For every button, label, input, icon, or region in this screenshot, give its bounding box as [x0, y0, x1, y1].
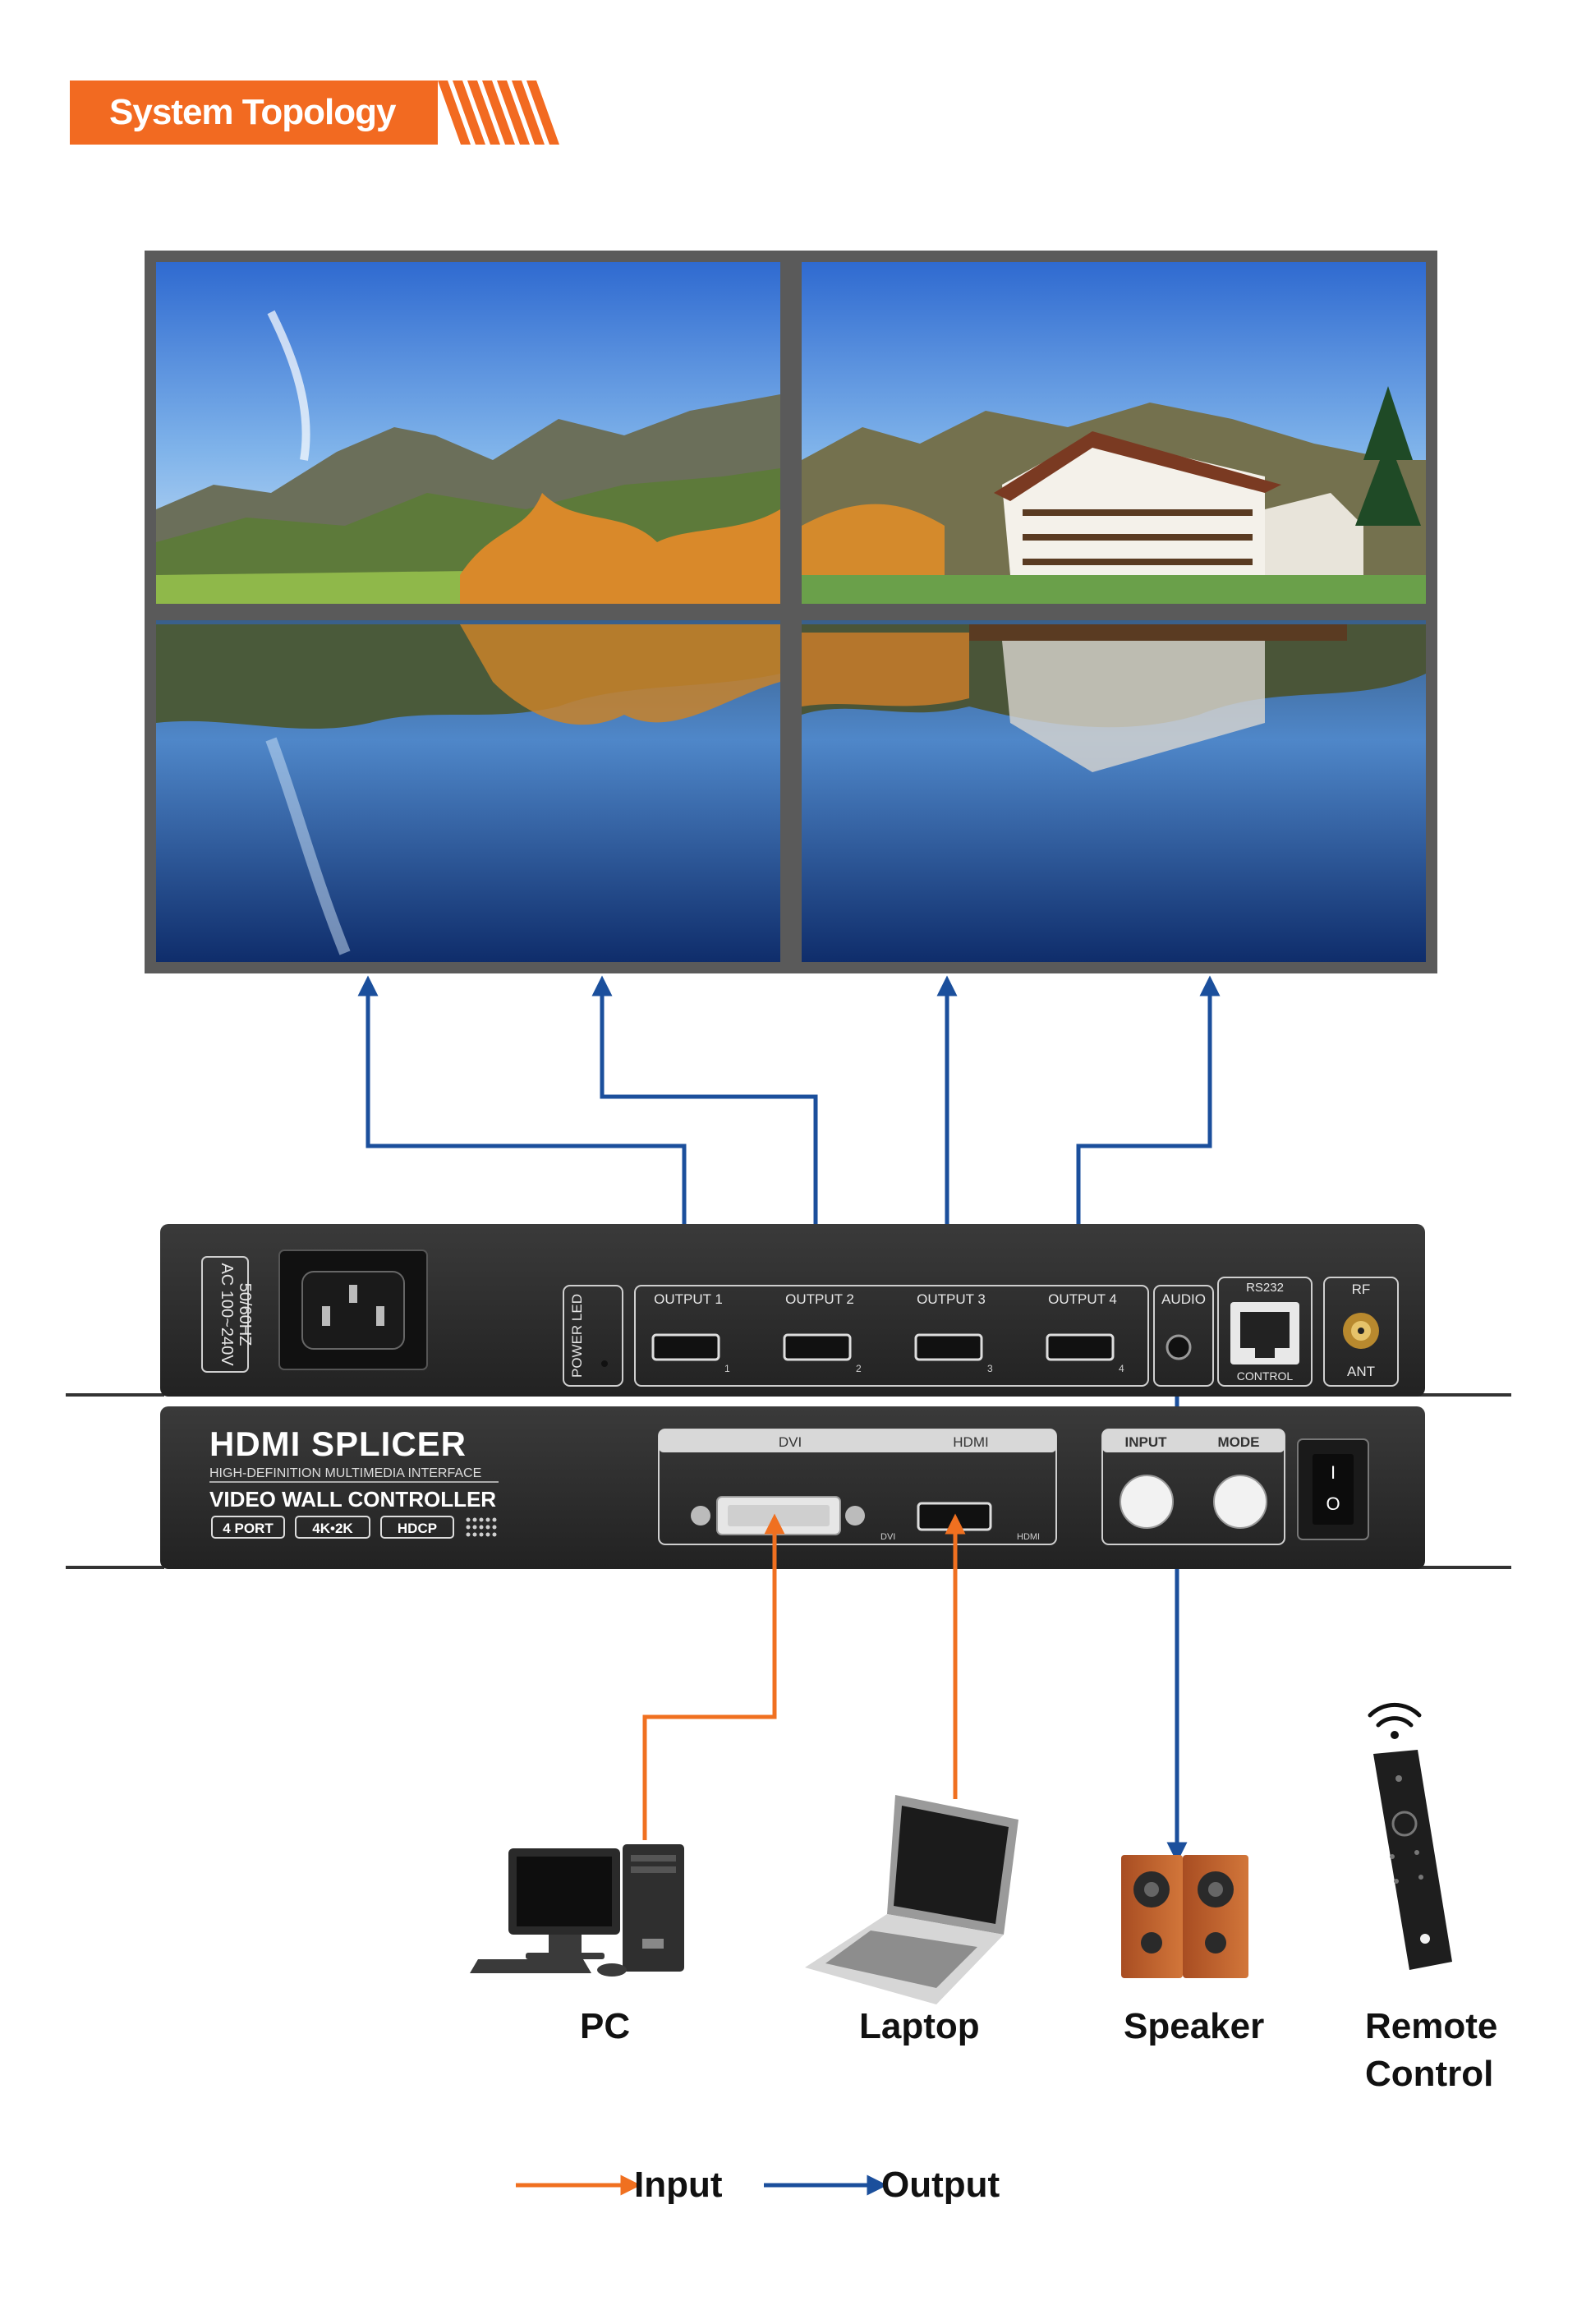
screen-top-left — [156, 262, 780, 604]
device-front-panel: HDMI SPLICER HIGH-DEFINITION MULTIMEDIA … — [66, 1406, 1511, 1569]
badge-4port: 4 PORT — [223, 1521, 274, 1536]
output-4-label: OUTPUT 4 — [1048, 1291, 1117, 1307]
legend-output-label: Output — [881, 2165, 1000, 2205]
output-port-group — [634, 1285, 1149, 1387]
switch-off-label: O — [1326, 1493, 1340, 1514]
output-port-3[interactable]: OUTPUT 3 3 — [914, 1291, 993, 1374]
output-port-4[interactable]: OUTPUT 4 4 — [1046, 1291, 1124, 1374]
input-connections — [642, 1513, 966, 1840]
mode-button-label: MODE — [1218, 1434, 1260, 1450]
output-3-label: OUTPUT 3 — [917, 1291, 986, 1307]
speaker-icon — [1121, 1855, 1248, 1978]
header-stripes — [438, 81, 564, 145]
rs232-port[interactable]: RS232 CONTROL — [1217, 1277, 1313, 1387]
speaker-label: Speaker — [1124, 2006, 1265, 2046]
remote-control-icon — [1368, 1702, 1452, 1970]
audio-label: AUDIO — [1161, 1291, 1206, 1307]
output-2-number: 2 — [856, 1363, 862, 1374]
control-label: CONTROL — [1237, 1369, 1294, 1383]
audio-port[interactable]: AUDIO — [1153, 1285, 1214, 1387]
badge-4k2k: 4K•2K — [312, 1521, 353, 1536]
output-line-2 — [591, 975, 818, 1339]
model-label: VIDEO WALL CONTROLLER — [209, 1487, 496, 1512]
mode-button[interactable] — [1213, 1475, 1267, 1529]
screen-bottom-left — [156, 620, 780, 962]
dvi-small-label: DVI — [880, 1532, 895, 1542]
input-button-label: INPUT — [1125, 1434, 1168, 1450]
pc-input-line — [642, 1513, 785, 1840]
feature-badges: 4 PORT 4K•2K HDCP — [211, 1516, 497, 1539]
legend-input-label: Input — [634, 2165, 723, 2205]
rf-label: RF — [1352, 1282, 1371, 1297]
output-2-label: OUTPUT 2 — [785, 1291, 854, 1307]
ac-rating-label: AC 100~240V — [218, 1263, 236, 1366]
output-3-number: 3 — [987, 1363, 993, 1374]
laptop-icon — [805, 1795, 1018, 2004]
power-led-indicator — [601, 1360, 608, 1367]
hdmi-small-label: HDMI — [1017, 1532, 1040, 1542]
remote-label-line2: Control — [1365, 2054, 1494, 2094]
badge-hdcp: HDCP — [398, 1521, 437, 1536]
screen-bottom-right — [802, 620, 1426, 962]
remote-label-line1: Remote — [1365, 2006, 1498, 2046]
input-button[interactable] — [1120, 1475, 1174, 1529]
frequency-label: 50/60HZ — [236, 1283, 254, 1346]
switch-on-label: I — [1331, 1462, 1336, 1483]
output-1-number: 1 — [724, 1363, 730, 1374]
power-switch[interactable]: I O — [1297, 1438, 1369, 1540]
screen-top-right — [802, 262, 1426, 604]
header-title: System Topology — [109, 92, 396, 132]
dvi-header-label: DVI — [779, 1434, 802, 1450]
brand-subtitle: HIGH-DEFINITION MULTIMEDIA INTERFACE — [209, 1466, 481, 1480]
output-1-label: OUTPUT 1 — [654, 1291, 723, 1307]
hdmi-header-label: HDMI — [953, 1434, 988, 1450]
pc-label: PC — [580, 2006, 631, 2046]
ant-label: ANT — [1347, 1364, 1375, 1379]
pc-icon — [470, 1844, 684, 1977]
output-4-number: 4 — [1119, 1363, 1124, 1374]
power-led-label: POWER LED — [569, 1294, 585, 1378]
brand-title: HDMI SPLICER — [209, 1424, 467, 1463]
output-port-1[interactable]: OUTPUT 1 1 — [651, 1291, 730, 1374]
rs232-label: RS232 — [1246, 1281, 1284, 1295]
video-wall — [145, 251, 1437, 973]
section-header: System Topology — [70, 81, 564, 145]
laptop-label: Laptop — [859, 2006, 980, 2046]
output-port-2[interactable]: OUTPUT 2 2 — [783, 1291, 862, 1374]
rf-antenna-port[interactable]: RF ANT — [1323, 1277, 1399, 1387]
device-rear-panel: AC 100~240V 50/60HZ POWER LED OUTPUT 1 1… — [66, 1224, 1511, 1397]
